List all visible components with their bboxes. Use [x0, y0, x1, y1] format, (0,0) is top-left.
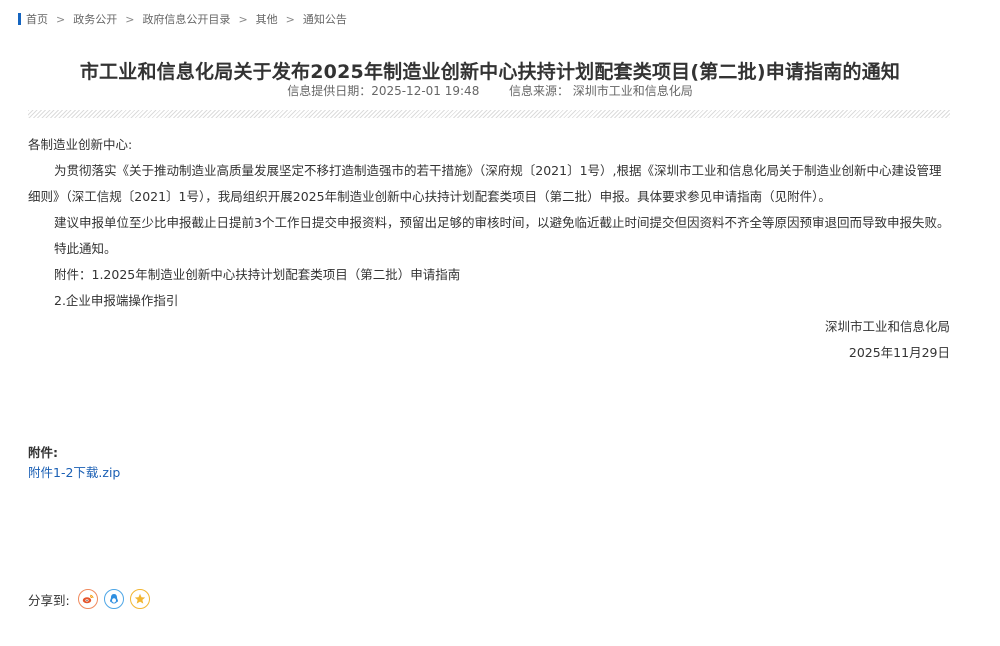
- breadcrumb-separator: >: [238, 12, 248, 26]
- breadcrumb-other[interactable]: 其他: [255, 13, 278, 26]
- share-qzone-button[interactable]: [129, 589, 150, 609]
- publish-date: 信息提供日期：2025-12-01 19:48: [287, 84, 480, 98]
- paragraph-main: 为贯彻落实《关于推动制造业高质量发展坚定不移打造制造强市的若干措施》（深府规〔2…: [28, 163, 942, 204]
- breadcrumb-government-affairs[interactable]: 政务公开: [73, 13, 118, 26]
- share-qq-button[interactable]: [103, 589, 124, 609]
- qq-penguin-icon: [109, 594, 118, 604]
- breadcrumb: 首页 > 政务公开 > 政府信息公开目录 > 其他 > 通知公告: [18, 11, 347, 27]
- salutation: 各制造业创新中心:: [28, 137, 133, 152]
- share-weibo-button[interactable]: [77, 589, 98, 609]
- weibo-icon: [82, 594, 94, 604]
- article-meta: 信息提供日期：2025-12-01 19:48 信息来源： 深圳市工业和信息化局: [0, 82, 980, 99]
- share-label: 分享到:: [28, 592, 70, 608]
- info-source: 信息来源： 深圳市工业和信息化局: [508, 84, 693, 98]
- title-divider: [28, 110, 950, 118]
- breadcrumb-separator: >: [56, 12, 66, 26]
- article-body: 各制造业创新中心: 为贯彻落实《关于推动制造业高质量发展坚定不移打造制造强市的若…: [28, 132, 950, 366]
- breadcrumb-marker: [18, 13, 21, 25]
- breadcrumb-separator: >: [125, 12, 135, 26]
- breadcrumb-separator: >: [285, 12, 295, 26]
- qzone-star-icon: [134, 593, 145, 604]
- page-title: 市工业和信息化局关于发布2025年制造业创新中心扶持计划配套类项目(第二批)申请…: [79, 60, 901, 83]
- attachment-line-2: 2.企业申报端操作指引: [54, 293, 179, 308]
- attachment-download-link[interactable]: 附件1-2下载.zip: [28, 465, 121, 480]
- sign-date: 2025年11月29日: [848, 345, 950, 360]
- attachments-label: 附件:: [28, 445, 58, 460]
- paragraph-advice: 建议申报单位至少比申报截止日提前3个工作日提交申报资料，预留出足够的审核时间，以…: [54, 215, 950, 230]
- signature: 深圳市工业和信息化局: [824, 319, 950, 334]
- share-bar: 分享到:: [28, 587, 156, 611]
- breadcrumb-home[interactable]: 首页: [26, 13, 48, 26]
- attachment-line-1: 附件：1.2025年制造业创新中心扶持计划配套类项目（第二批）申请指南: [54, 267, 461, 282]
- breadcrumb-info-directory[interactable]: 政府信息公开目录: [142, 13, 231, 26]
- breadcrumb-notices[interactable]: 通知公告: [302, 13, 347, 26]
- paragraph-closing: 特此通知。: [54, 241, 117, 256]
